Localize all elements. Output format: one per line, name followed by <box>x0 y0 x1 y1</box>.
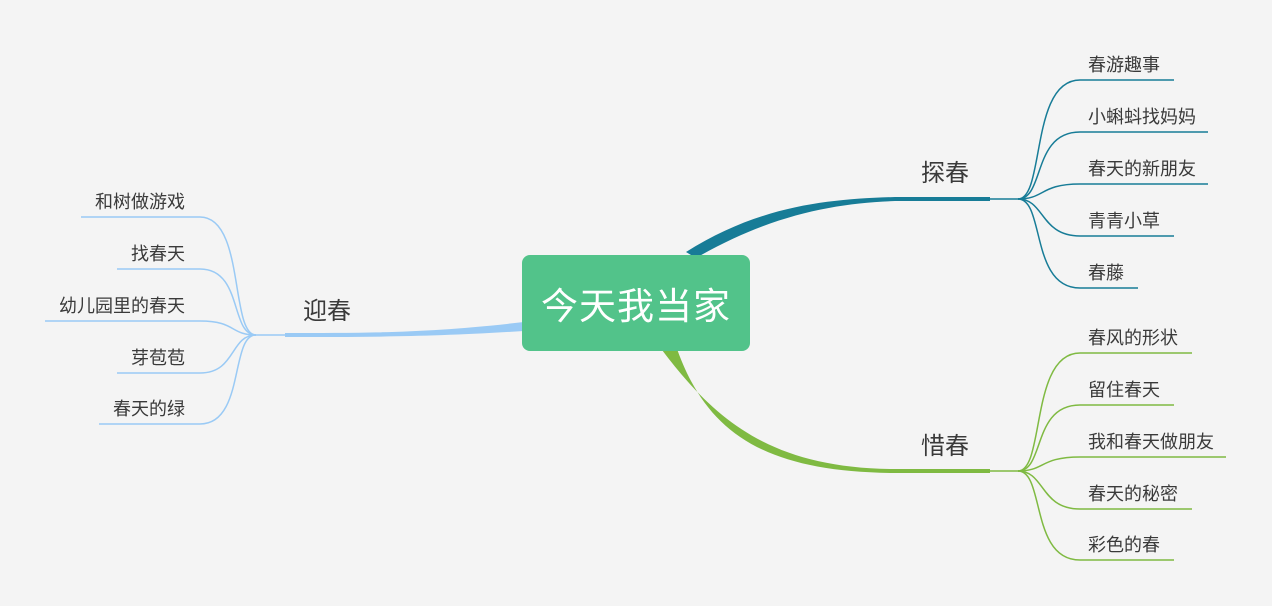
leaf-connector <box>1017 183 1208 200</box>
branch-connector-tan <box>686 197 990 258</box>
leaf-label: 小蝌蚪找妈妈 <box>1088 107 1196 128</box>
leaf-connector <box>990 79 1174 200</box>
leaf-node[interactable]: 幼儿园里的春天 <box>40 292 185 318</box>
leaf-label: 彩色的春 <box>1088 535 1160 556</box>
leaf-label: 留住春天 <box>1088 380 1160 401</box>
leaf-node[interactable]: 春风的形状 <box>1088 324 1178 350</box>
leaf-node[interactable]: 青青小草 <box>1088 207 1160 233</box>
leaf-node[interactable]: 我和春天做朋友 <box>1088 428 1214 454</box>
leaf-node[interactable]: 春藤 <box>1088 259 1124 285</box>
leaf-node[interactable]: 留住春天 <box>1088 376 1160 402</box>
leaf-label: 芽苞苞 <box>131 348 185 369</box>
leaf-connector <box>1017 198 1174 237</box>
branch-label: 探春 <box>921 159 969 187</box>
leaf-node[interactable]: 春天的新朋友 <box>1088 155 1196 181</box>
branch-node-tan[interactable]: 探春 <box>921 153 969 188</box>
leaf-label: 幼儿园里的春天 <box>59 296 185 317</box>
leaf-node[interactable]: 小蝌蚪找妈妈 <box>1088 103 1196 129</box>
leaf-node[interactable]: 找春天 <box>40 240 185 266</box>
tan-leaf-connectors <box>990 79 1208 289</box>
leaf-label: 春藤 <box>1088 263 1124 284</box>
leaf-node[interactable]: 春天的秘密 <box>1088 480 1178 506</box>
leaf-label: 我和春天做朋友 <box>1088 432 1214 453</box>
leaf-label: 春天的绿 <box>113 399 185 420</box>
xi-leaf-connectors <box>990 352 1226 561</box>
branch-node-ying[interactable]: 迎春 <box>303 291 351 326</box>
leaf-label: 春天的秘密 <box>1088 484 1178 505</box>
branch-label: 惜春 <box>921 432 969 460</box>
leaf-connector <box>1017 470 1174 561</box>
leaf-label: 春风的形状 <box>1088 328 1178 349</box>
root-node[interactable]: 今天我当家 <box>522 255 750 351</box>
leaf-node[interactable]: 和树做游戏 <box>40 188 185 214</box>
leaf-label: 春天的新朋友 <box>1088 159 1196 180</box>
leaf-node[interactable]: 春天的绿 <box>40 395 185 421</box>
leaf-connector <box>117 334 257 374</box>
branch-label: 迎春 <box>303 297 351 325</box>
leaf-label: 春游趣事 <box>1088 55 1160 76</box>
leaf-connector <box>1017 404 1174 472</box>
leaf-connector <box>117 268 257 336</box>
ying-leaf-connectors <box>45 216 285 425</box>
leaf-connector <box>99 334 257 425</box>
leaf-connector <box>1017 456 1226 472</box>
leaf-label: 青青小草 <box>1088 211 1160 232</box>
leaf-label: 找春天 <box>131 244 185 265</box>
leaf-connector <box>1017 131 1208 200</box>
leaf-connector <box>1017 470 1192 510</box>
leaf-node[interactable]: 春游趣事 <box>1088 51 1160 77</box>
leaf-node[interactable]: 芽苞苞 <box>40 344 185 370</box>
leaf-label: 和树做游戏 <box>95 192 185 213</box>
branch-connector-ying <box>285 322 524 337</box>
root-node-label: 今天我当家 <box>541 285 731 328</box>
leaf-connector <box>1017 198 1138 289</box>
leaf-node[interactable]: 彩色的春 <box>1088 531 1160 557</box>
leaf-connector <box>45 320 257 336</box>
branch-node-xi[interactable]: 惜春 <box>921 426 969 461</box>
